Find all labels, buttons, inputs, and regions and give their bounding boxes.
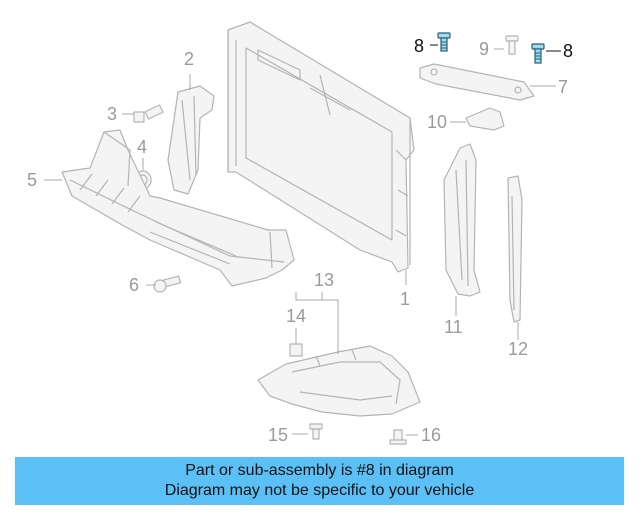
bolt-part-15: [309, 423, 323, 440]
upper-bracket-part-7: [419, 63, 535, 101]
callout-3: 3: [107, 104, 117, 124]
parts-diagram: 1 2 3 4 5 6 7 8 8 9 10 11 12 13 14 15 16: [27, 21, 573, 445]
callout-7: 7: [558, 77, 568, 97]
callout-14: 14: [286, 306, 306, 326]
banner-line-disclaimer: Diagram may not be specific to your vehi…: [164, 482, 475, 499]
screw-part-8-left: [437, 32, 451, 52]
banner-line-part-number: Part or sub-assembly is #8 in diagram: [185, 462, 454, 479]
side-panel-part-12: [507, 175, 523, 323]
screw-part-8-right: [531, 43, 545, 64]
screw-part-9: [505, 35, 519, 55]
callout-2: 2: [184, 49, 194, 69]
nut-part-14: [289, 343, 303, 357]
callout-12: 12: [508, 339, 528, 359]
callout-16: 16: [421, 425, 441, 445]
bolt-part-3: [133, 104, 164, 123]
lower-crossmember-part-5: [61, 129, 295, 287]
callout-8-left: 8: [414, 36, 424, 56]
undercover-part-13: [257, 345, 421, 417]
radiator-support-frame: [227, 21, 415, 273]
bolt-part-16: [389, 429, 407, 445]
callout-4: 4: [137, 137, 147, 157]
callout-15: 15: [268, 425, 288, 445]
bolt-part-6: [153, 275, 182, 293]
callout-6: 6: [129, 275, 139, 295]
callout-13: 13: [314, 270, 334, 290]
side-panel-part-11: [443, 143, 481, 297]
callout-9: 9: [479, 39, 489, 59]
side-bracket-part-2: [167, 85, 215, 195]
callout-8-right: 8: [563, 41, 573, 61]
callout-11: 11: [444, 317, 463, 337]
callout-5: 5: [27, 170, 37, 190]
callout-labels: 1 2 3 4 5 6 7 8 8 9 10 11 12 13 14 15 16: [27, 36, 573, 445]
small-bracket-part-10: [465, 107, 505, 131]
leader-lines: [44, 44, 561, 436]
callout-10: 10: [427, 112, 447, 132]
info-banner: Part or sub-assembly is #8 in diagram Di…: [15, 457, 624, 505]
callout-1: 1: [400, 289, 410, 309]
